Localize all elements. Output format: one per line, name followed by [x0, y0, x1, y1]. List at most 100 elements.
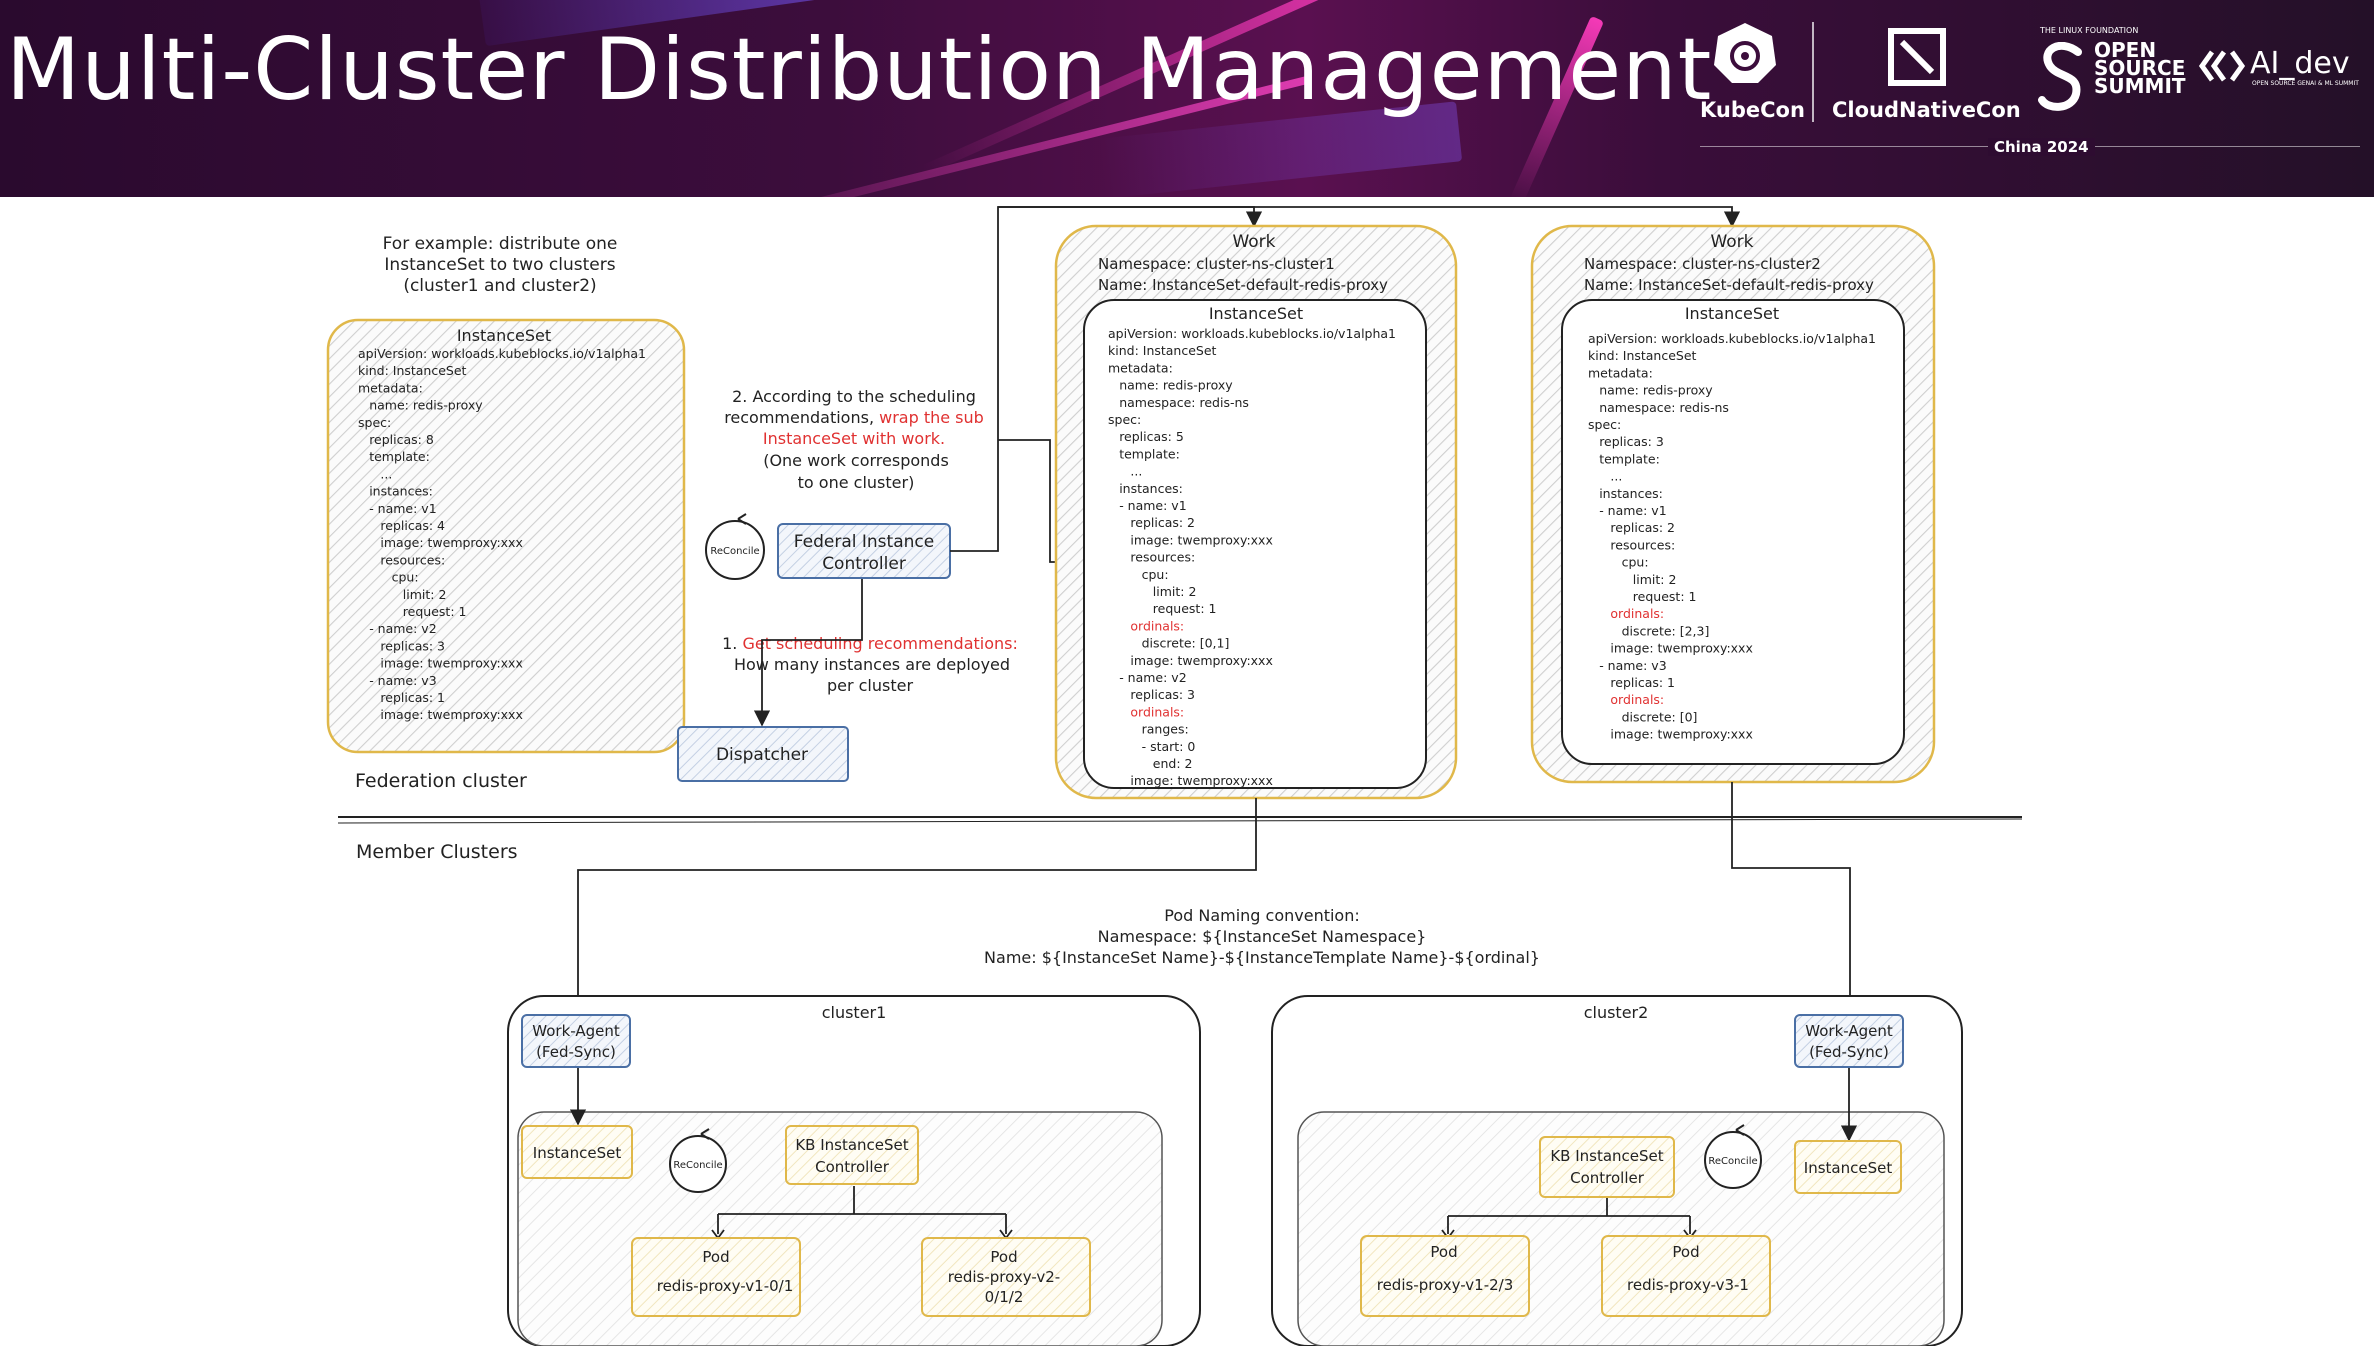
- step2-line2: recommendations, wrap the sub: [724, 408, 984, 427]
- yaml-line: ordinals:: [1130, 704, 1184, 719]
- yaml-line: replicas: 1: [1610, 675, 1675, 690]
- step1-prefix: 1.: [722, 634, 742, 653]
- work1-title: Work: [1232, 232, 1275, 252]
- yaml-line: resources:: [1610, 537, 1675, 552]
- yaml-line: replicas: 4: [380, 518, 445, 533]
- yaml-line: - start: 0: [1142, 739, 1196, 754]
- naming-line3: Name: ${InstanceSet Name}-${InstanceTemp…: [984, 948, 1540, 967]
- yaml-line: cpu:: [392, 570, 419, 585]
- reconcile-arrow-icon: [700, 1128, 710, 1140]
- step2-line2-a: recommendations,: [724, 408, 879, 427]
- yaml-line: instances:: [1599, 486, 1663, 501]
- step1-red: Get scheduling recommendations:: [742, 634, 1017, 653]
- member-clusters-label: Member Clusters: [356, 841, 518, 863]
- cluster1-label: cluster1: [822, 1003, 887, 1022]
- step1-line3: per cluster: [827, 676, 914, 695]
- federation-cluster-label: Federation cluster: [355, 770, 527, 792]
- reconcile-label: ReConcile: [673, 1160, 722, 1171]
- work1-yaml: apiVersion: workloads.kubeblocks.io/v1al…: [1108, 326, 1396, 788]
- step2-line5: to one cluster): [798, 473, 915, 492]
- cluster1-agent[interactable]: [521, 1014, 631, 1068]
- cluster2-instanceset[interactable]: [1794, 1140, 1902, 1194]
- work1-to-agent1-arrow: [569, 798, 1257, 1014]
- yaml-line: replicas: 2: [1610, 520, 1675, 535]
- yaml-line: replicas: 8: [369, 432, 434, 447]
- yaml-line: ...: [1610, 469, 1622, 484]
- work1-instanceset-box: [1083, 299, 1427, 789]
- yaml-line: template:: [369, 449, 430, 464]
- work1-name: Name: InstanceSet-default-redis-proxy: [1098, 276, 1388, 294]
- cluster1-kb-controller-line1: KB InstanceSet: [795, 1136, 908, 1154]
- cluster1-instanceset-label: InstanceSet: [533, 1144, 622, 1162]
- cluster2-pod[interactable]: [1360, 1235, 1530, 1317]
- cluster1-pod[interactable]: [921, 1237, 1091, 1317]
- kubecon-label: KubeCon: [1700, 98, 1805, 122]
- yaml-line: instances:: [369, 484, 433, 499]
- yaml-line: apiVersion: workloads.kubeblocks.io/v1al…: [358, 346, 646, 361]
- work2-title: Work: [1710, 232, 1753, 252]
- yaml-line: image: twemproxy:xxx: [1610, 641, 1752, 656]
- yaml-line: apiVersion: workloads.kubeblocks.io/v1al…: [1588, 331, 1876, 346]
- yaml-line: namespace: redis-ns: [1599, 400, 1729, 415]
- cluster2-label: cluster2: [1584, 1003, 1649, 1022]
- controller-to-dispatcher-arrow: [753, 579, 863, 727]
- work1-namespace: Namespace: cluster-ns-cluster1: [1098, 255, 1335, 273]
- yaml-line: name: redis-proxy: [369, 398, 483, 413]
- reconcile-icon: [669, 1135, 727, 1193]
- cluster1-pod1-name: redis-proxy-v1-0/1: [657, 1277, 794, 1295]
- yaml-line: replicas: 5: [1119, 429, 1184, 444]
- cluster1-pod2-label: Pod: [990, 1248, 1017, 1266]
- step2-line3: InstanceSet with work.: [763, 429, 945, 448]
- yaml-line: replicas: 3: [380, 638, 445, 653]
- cluster2-instanceset-label: InstanceSet: [1804, 1159, 1893, 1177]
- yaml-line: metadata:: [1108, 360, 1173, 375]
- cloudnativecon-logo-icon: [1888, 28, 1946, 86]
- work2-instanceset-box: [1561, 299, 1905, 765]
- yaml-line: namespace: redis-ns: [1119, 395, 1249, 410]
- example-note-line: InstanceSet to two clusters: [384, 255, 615, 275]
- yaml-line: end: 2: [1153, 756, 1193, 771]
- yaml-line: ranges:: [1142, 722, 1189, 737]
- source-instanceset-yaml: apiVersion: workloads.kubeblocks.io/v1al…: [358, 346, 646, 722]
- example-note-line: (cluster1 and cluster2): [403, 276, 596, 296]
- yaml-line: cpu:: [1622, 555, 1649, 570]
- yaml-line: limit: 2: [1633, 572, 1677, 587]
- ai-dev-logo-icon: [2198, 50, 2246, 82]
- cluster2-pod2-label: Pod: [1672, 1243, 1699, 1261]
- cluster2-agent-line1: Work-Agent: [1805, 1022, 1893, 1040]
- example-note-line: For example: distribute one: [383, 234, 618, 254]
- cluster2-pod[interactable]: [1601, 1235, 1771, 1317]
- yaml-line: name: redis-proxy: [1599, 383, 1713, 398]
- cluster2-pod1-label: Pod: [1430, 1243, 1457, 1261]
- source-instanceset-card: [326, 318, 686, 754]
- oss-line1: OPEN: [2094, 38, 2157, 62]
- cluster2-kb-controller[interactable]: [1539, 1136, 1675, 1198]
- cluster1-controller-to-pods: [717, 1186, 1007, 1234]
- cluster2-kb-controller-line2: Controller: [1570, 1169, 1645, 1187]
- oss-line3: SUMMIT: [2094, 74, 2186, 98]
- reconcile-icon: [705, 520, 765, 580]
- cluster1-agent-line1: Work-Agent: [532, 1022, 620, 1040]
- cluster1-kb-controller[interactable]: [785, 1125, 919, 1185]
- yaml-line: resources:: [380, 552, 445, 567]
- yaml-line: replicas: 3: [1130, 687, 1195, 702]
- cluster1-agent-line2: (Fed-Sync): [536, 1043, 616, 1061]
- yaml-line: replicas: 2: [1130, 515, 1195, 530]
- header-banner: Multi-Cluster Distribution Management Ku…: [0, 0, 2374, 197]
- yaml-line: discrete: [2,3]: [1622, 623, 1710, 638]
- yaml-line: spec:: [1588, 417, 1621, 432]
- yaml-line: ordinals:: [1610, 692, 1664, 707]
- reconcile-label: ReConcile: [710, 546, 759, 557]
- yaml-line: image: twemproxy:xxx: [1130, 773, 1272, 788]
- cluster1-instanceset[interactable]: [521, 1125, 633, 1179]
- cluster2-agent[interactable]: [1794, 1014, 1904, 1068]
- dispatcher-box[interactable]: [677, 726, 849, 782]
- reconcile-arrow-icon: [737, 513, 747, 525]
- yaml-line: image: twemproxy:xxx: [1130, 653, 1272, 668]
- step2-line1: 2. According to the scheduling: [732, 387, 976, 406]
- federal-controller-line2: Controller: [822, 554, 906, 574]
- yaml-line: - name: v2: [369, 621, 436, 636]
- cluster2-controller-to-pods: [1447, 1198, 1691, 1234]
- yaml-line: request: 1: [1153, 601, 1217, 616]
- cluster1-pod[interactable]: [631, 1237, 801, 1317]
